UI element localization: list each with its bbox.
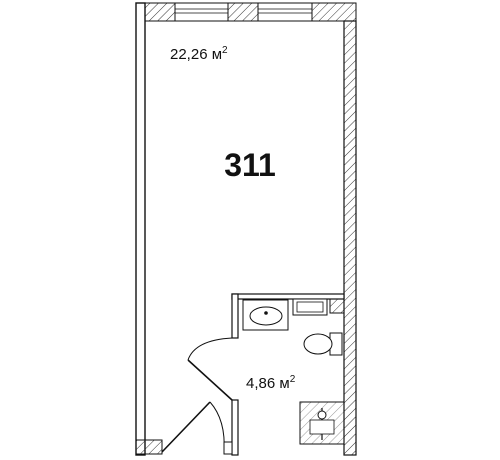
window-left [174, 2, 229, 22]
bathroom-area-value: 4,86 м [246, 375, 290, 392]
main-room-area-value: 22,26 м [170, 46, 222, 63]
entry-door [161, 401, 233, 455]
toilet [303, 332, 343, 356]
bathroom-area-label: 4,86 м2 [246, 374, 296, 392]
bathroom-area-exponent: 2 [290, 374, 296, 385]
washing-machine [292, 298, 328, 316]
shower [299, 401, 345, 445]
window-right [257, 2, 313, 22]
bathroom-door [187, 337, 233, 401]
bathroom-partition [231, 293, 345, 456]
unit-number: 311 [224, 147, 276, 183]
top-wall [144, 2, 357, 22]
right-wall [343, 20, 357, 456]
riser [329, 298, 345, 314]
left-wall [135, 2, 163, 456]
main-room-area-label: 22,26 м2 [170, 45, 228, 63]
sink [242, 299, 289, 331]
main-room-area-exponent: 2 [222, 45, 228, 56]
